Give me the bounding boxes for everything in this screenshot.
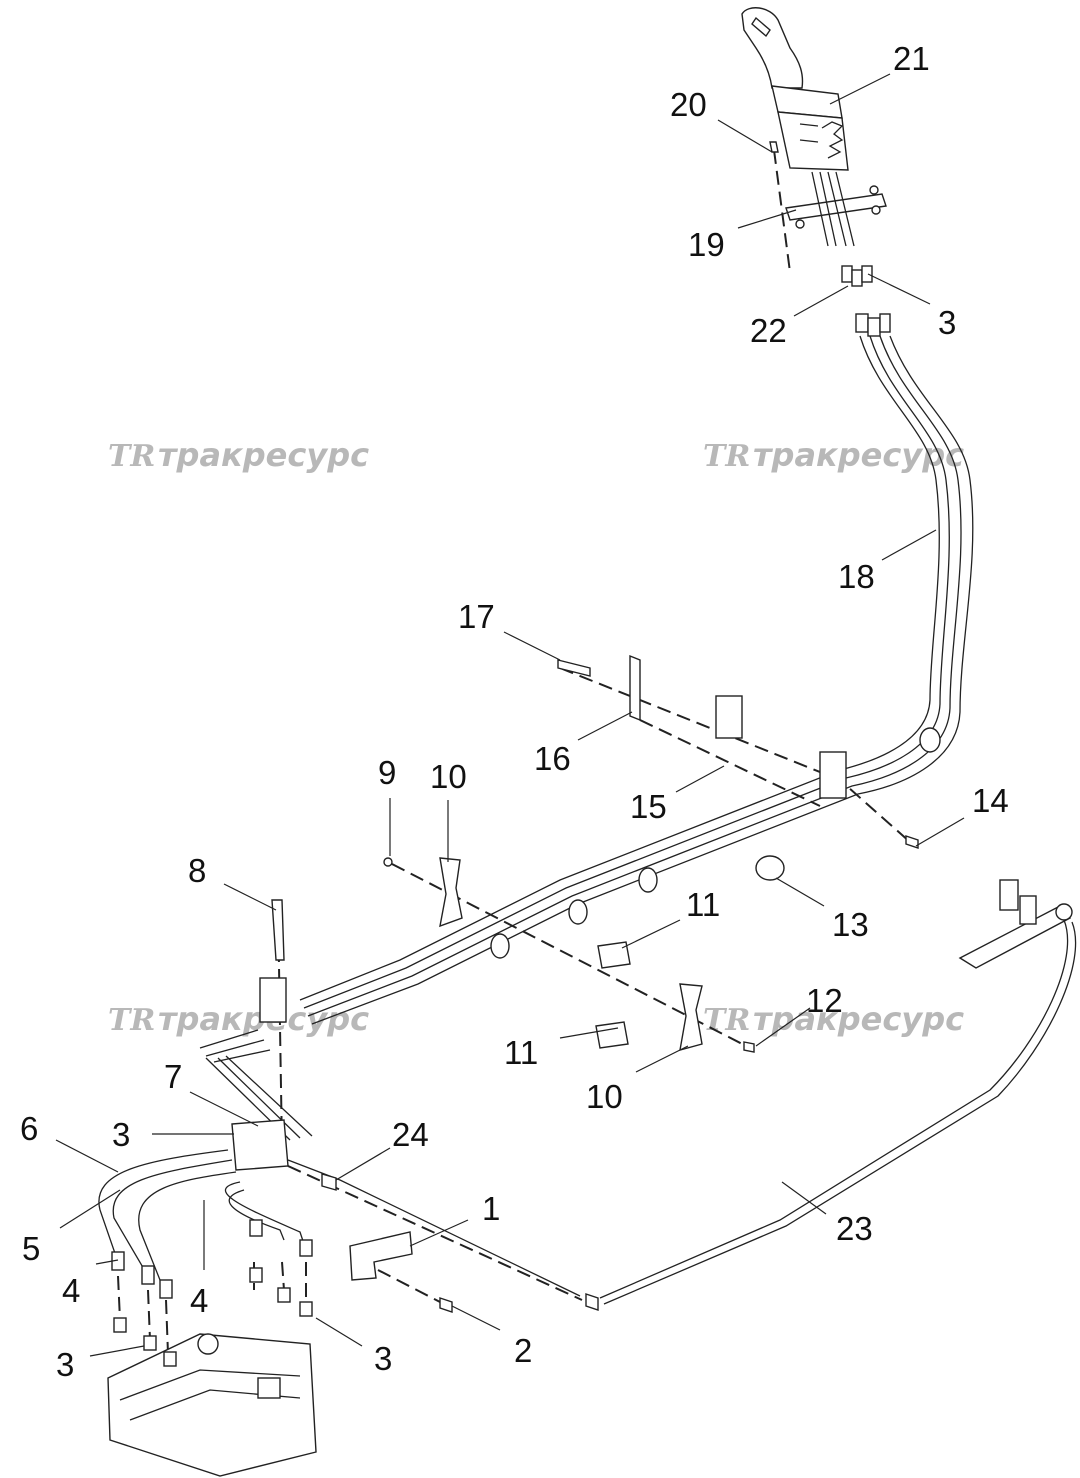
lower-hoses	[98, 1149, 313, 1299]
svg-text:тракресурс: тракресурс	[753, 1000, 964, 1038]
svg-text:TR: TR	[108, 1003, 155, 1038]
callout-12: 12	[806, 982, 843, 1019]
hose-bundle	[299, 335, 974, 1025]
callout-9: 9	[378, 754, 396, 791]
svg-text:TR: TR	[703, 439, 750, 474]
joystick-fittings	[841, 265, 891, 337]
callout-23: 23	[836, 1210, 873, 1247]
callout-2: 2	[514, 1332, 532, 1369]
callout-3-bottom-left: 3	[56, 1346, 74, 1383]
manifold-block	[199, 899, 599, 1311]
callout-18: 18	[838, 558, 875, 595]
svg-text:TR: TR	[108, 439, 155, 474]
callout-24: 24	[392, 1116, 429, 1153]
bracket	[321, 1173, 453, 1313]
callout-20: 20	[670, 86, 707, 123]
callout-13: 13	[832, 906, 869, 943]
callout-3-top: 3	[938, 304, 956, 341]
callout-11-bottom: 11	[504, 1034, 538, 1071]
callout-19: 19	[688, 226, 725, 263]
callout-7: 7	[164, 1058, 182, 1095]
watermark-top-left: TR тракресурс	[108, 436, 369, 474]
control-valve	[107, 1261, 317, 1477]
callout-11-top: 11	[686, 886, 720, 923]
joystick-handle	[741, 7, 849, 171]
callout-22: 22	[750, 312, 787, 349]
callout-14: 14	[972, 782, 1009, 819]
callout-6: 6	[20, 1110, 38, 1147]
svg-text:тракресурс: тракресурс	[158, 436, 369, 474]
callout-17: 17	[458, 598, 495, 635]
callout-4-right: 4	[190, 1282, 208, 1319]
watermark-bottom-right: TR тракресурс	[703, 1000, 964, 1038]
callout-5: 5	[22, 1230, 40, 1267]
callout-3-bottom-right: 3	[374, 1340, 392, 1377]
clamp-parts	[383, 855, 785, 1053]
watermark-top-right: TR тракресурс	[703, 436, 964, 474]
callout-15: 15	[630, 788, 667, 825]
callout-16: 16	[534, 740, 571, 777]
callout-1: 1	[482, 1190, 500, 1227]
leader-lines	[55, 73, 965, 1357]
callout-8: 8	[188, 852, 206, 889]
callout-10-bottom: 10	[586, 1078, 623, 1115]
clamp-assembly	[557, 654, 919, 849]
remote-valve	[599, 879, 1077, 1305]
callout-10-top: 10	[430, 758, 467, 795]
callout-4-left: 4	[62, 1272, 80, 1309]
callout-numbers: 20 21 19 22 3 18 17 16 15 9 10 14 8 11 1…	[20, 40, 1009, 1383]
callout-3-manifold: 3	[112, 1116, 130, 1153]
svg-text:TR: TR	[703, 1003, 750, 1038]
callout-21: 21	[893, 40, 930, 77]
joystick-pilot-lines	[811, 171, 855, 247]
watermark-bottom-left: TR тракресурс	[108, 1000, 369, 1038]
